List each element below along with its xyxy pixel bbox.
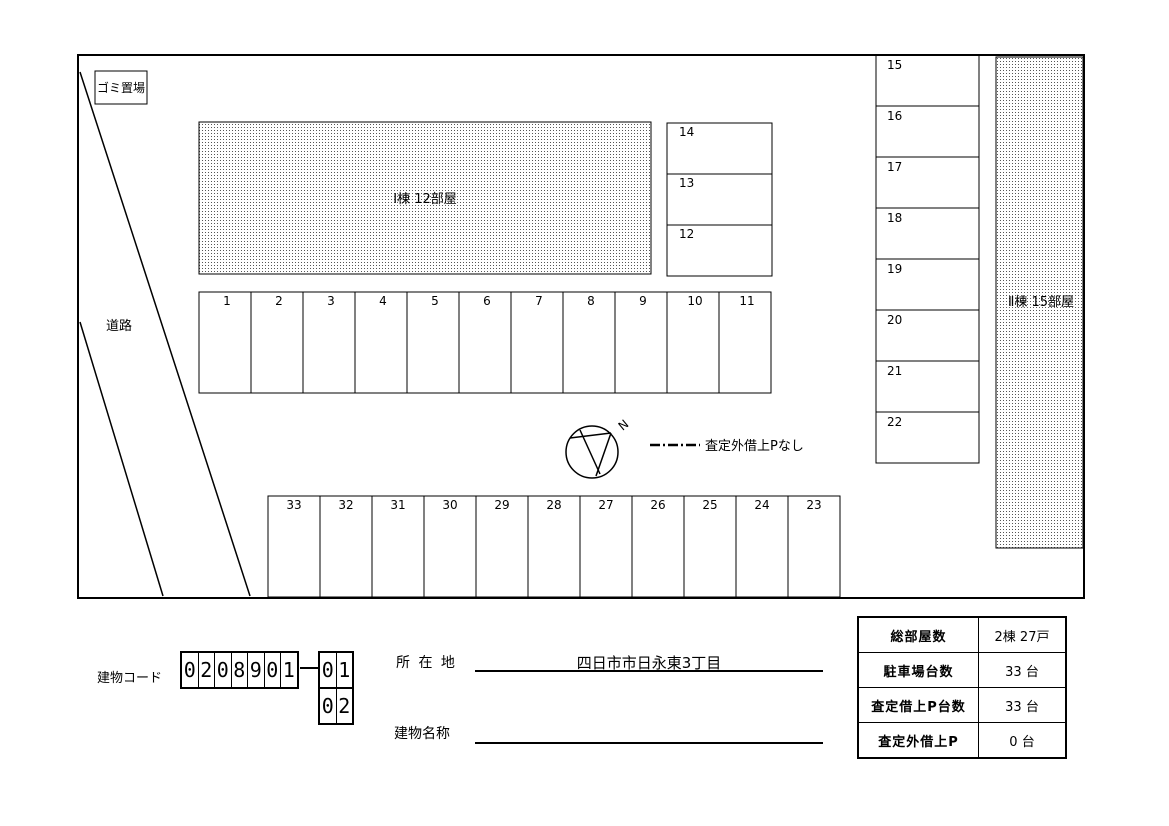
parking-space-number: 21 (887, 364, 902, 378)
north-arrow-icon (565, 425, 619, 479)
parking-space-number: 30 (442, 498, 457, 512)
building-name-label: 建物名称 (394, 726, 450, 742)
parking-space (787, 495, 841, 598)
location-value: 四日市市日永東3丁目 (475, 652, 823, 672)
parking-space-number: 18 (887, 211, 902, 225)
parking-column-mid: 14 13 12 (666, 122, 773, 277)
summary-value: 0 台 (978, 722, 1067, 759)
parking-space-number: 9 (639, 294, 647, 308)
summary-value: 33 台 (978, 687, 1067, 723)
parking-space-number: 16 (887, 109, 902, 123)
parking-space-number: 3 (327, 294, 335, 308)
parking-space-number: 26 (650, 498, 665, 512)
road-label: 道路 (106, 318, 132, 334)
parking-space-number: 25 (702, 498, 717, 512)
summary-key: 駐車場台数 (857, 652, 979, 688)
parking-space-number: 13 (679, 176, 694, 190)
parking-space-number: 14 (679, 125, 694, 139)
parking-space-number: 20 (887, 313, 902, 327)
code-digit: 2 (199, 653, 215, 687)
garbage-label: ゴミ置場 (97, 80, 145, 95)
parking-space-number: 2 (275, 294, 283, 308)
parking-space-number: 10 (687, 294, 702, 308)
parking-row-bottom: 33 32 31 30 29 28 27 26 25 24 23 (267, 495, 841, 598)
parking-space (666, 224, 773, 277)
code-digit: 8 (232, 653, 248, 687)
parking-space-number: 19 (887, 262, 902, 276)
parking-space-number: 7 (535, 294, 543, 308)
legend-text: 査定外借上Pなし (705, 439, 804, 454)
parking-space-number: 1 (223, 294, 231, 308)
code-digit: 2 (338, 694, 351, 718)
building-2-label: Ⅱ棟 15部屋 (1008, 295, 1074, 310)
summary-key: 査定外借上P (857, 722, 979, 759)
building-1 (198, 121, 652, 275)
road-edge (79, 71, 251, 597)
parking-space-number: 15 (887, 58, 902, 72)
code-digit: 0 (320, 689, 337, 723)
code-digit: 9 (248, 653, 265, 687)
parking-space-number: 22 (887, 415, 902, 429)
summary-key: 査定借上P台数 (857, 687, 979, 723)
parking-row-top: 1 2 3 4 5 6 7 8 9 10 11 (198, 291, 772, 394)
parking-space-number: 5 (431, 294, 439, 308)
summary-value: 33 台 (978, 652, 1067, 688)
code-digit: 0 (265, 653, 281, 687)
summary-key: 総部屋数 (857, 616, 979, 653)
code-digit: 0 (182, 653, 199, 687)
garbage-area (94, 70, 148, 105)
parking-space-number: 11 (739, 294, 754, 308)
parking-space-number: 23 (806, 498, 821, 512)
summary-value: 2棟 27戸 (978, 616, 1067, 653)
parking-space-number: 28 (546, 498, 561, 512)
site-boundary (77, 54, 1085, 599)
parking-space-number: 31 (390, 498, 405, 512)
parking-column-right: 15 16 17 18 19 20 21 22 (875, 54, 980, 464)
building-name-value (475, 724, 823, 744)
north-label: N (616, 417, 632, 433)
parking-space-number: 12 (679, 227, 694, 241)
building-1-label: Ⅰ棟 12部屋 (393, 192, 457, 207)
parking-space-number: 33 (286, 498, 301, 512)
code-digit: 1 (338, 658, 351, 682)
parking-space-number: 32 (338, 498, 353, 512)
parking-space (718, 291, 772, 394)
parking-space-number: 24 (754, 498, 769, 512)
parking-space-number: 17 (887, 160, 902, 174)
building-2 (995, 56, 1084, 549)
building-code-label: 建物コード (97, 671, 163, 686)
code-dash (300, 667, 320, 669)
location-label: 所 在 地 (396, 655, 457, 671)
parking-space (875, 411, 980, 464)
parking-space-number: 8 (587, 294, 595, 308)
code-digit: 1 (282, 658, 295, 682)
parking-space-number: 4 (379, 294, 387, 308)
code-digit: 0 (215, 653, 232, 687)
parking-space-number: 29 (494, 498, 509, 512)
parking-space-number: 6 (483, 294, 491, 308)
parking-space-number: 27 (598, 498, 613, 512)
code-digit: 0 (320, 653, 337, 687)
road-edge (79, 321, 164, 597)
